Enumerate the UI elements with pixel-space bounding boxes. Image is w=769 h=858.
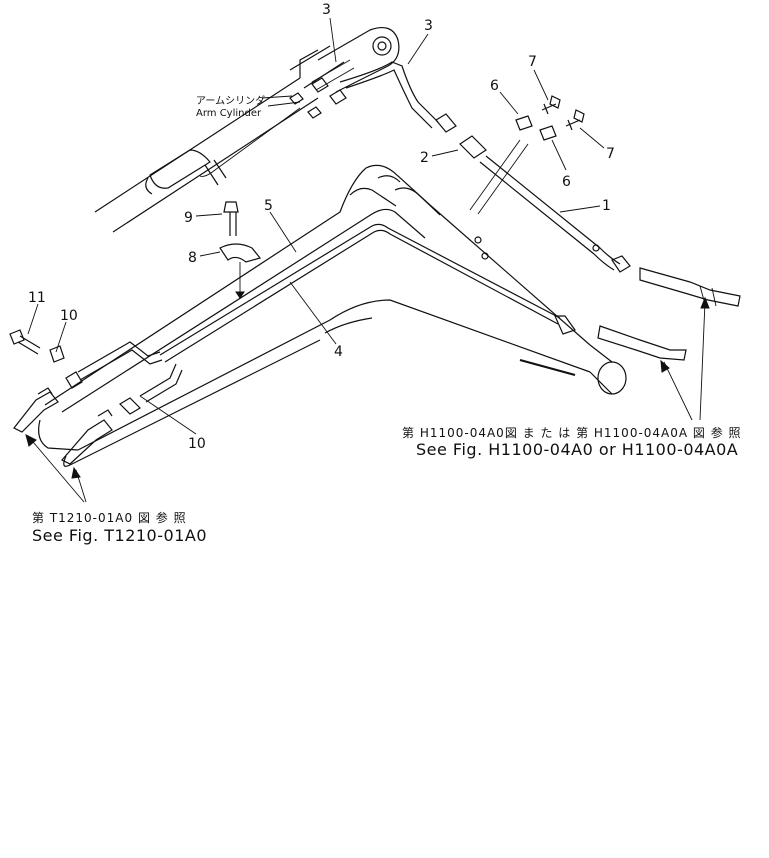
boom-tubes: [159, 139, 576, 363]
left-tube: [65, 341, 183, 415]
leader-lines: [25, 17, 710, 503]
callout-3-right: 3: [424, 18, 433, 34]
arm-cylinder-label-jp: アームシリンダ: [196, 94, 265, 107]
callout-5: 5: [264, 198, 273, 214]
left-hoses: [13, 387, 113, 465]
hose-part-3: [339, 61, 457, 133]
callout-11: 11: [28, 290, 46, 306]
callout-7-right: 7: [606, 146, 615, 162]
reference-left-jp: 第 T1210-01A0 図 参 照: [32, 510, 187, 525]
reference-left-en: See Fig. T1210-01A0: [32, 526, 207, 545]
arm-cylinder-leader: [261, 95, 301, 107]
arm-cylinder: [94, 27, 400, 233]
clamp-part-6: [515, 115, 557, 141]
callout-4: 4: [334, 344, 343, 360]
callout-6-top: 6: [490, 78, 499, 94]
clamp-part-10-left: [49, 345, 65, 363]
callout-3-left: 3: [322, 2, 331, 18]
callout-7-top: 7: [528, 54, 537, 70]
arm-cylinder-hose: [199, 107, 301, 177]
bolt-part-11: [9, 329, 41, 355]
tube-part-1: [459, 135, 631, 273]
right-hoses: [597, 267, 741, 361]
arm-cylinder-label-en: Arm Cylinder: [196, 108, 262, 119]
bolt-part-9: [223, 201, 239, 236]
reference-right-en: See Fig. H1100-04A0 or H1100-04A0A: [416, 440, 738, 459]
reference-right-jp: 第 H1100-04A0図 ま た は 第 H1100-04A0A 図 参 照: [402, 425, 742, 440]
callout-6-right: 6: [562, 174, 571, 190]
clamp-part-8: [219, 243, 262, 299]
bolt-part-7: [541, 95, 585, 131]
callout-1: 1: [602, 198, 611, 214]
callout-2: 2: [420, 150, 429, 166]
callout-10-lower: 10: [188, 436, 206, 452]
callout-8: 8: [188, 250, 197, 266]
callout-10-upper: 10: [60, 308, 78, 324]
callout-9: 9: [184, 210, 193, 226]
boom-body: [38, 164, 627, 467]
